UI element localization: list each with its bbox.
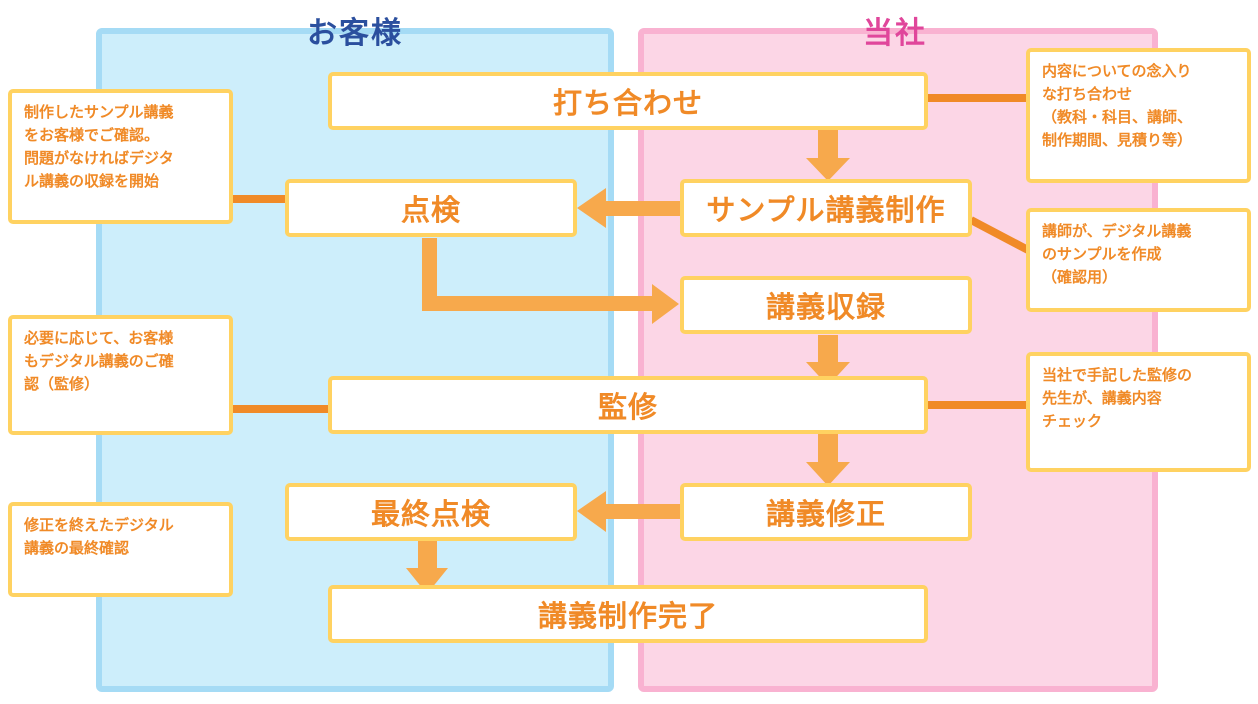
company-lane-title: 当社: [863, 16, 927, 51]
arrow-revision-to-final: [577, 491, 681, 532]
step-recording: 講義収録: [680, 276, 972, 334]
note-final-check: 修正を終えたデジタル 講義の最終確認: [8, 502, 233, 597]
connector-sample-note: [969, 216, 1030, 254]
note-supervision-customer: 必要に応じて、お客様 もデジタル講義のご確 認（監修）: [8, 315, 233, 435]
step-revision: 講義修正: [680, 483, 972, 541]
arrow-final-to-complete: [406, 541, 448, 594]
note-sample: 講師が、デジタル講義 のサンプルを作成 （確認用）: [1026, 208, 1251, 312]
arrow-supervision-to-revision: [806, 434, 850, 486]
step-final-check: 最終点検: [285, 483, 577, 541]
customer-lane-title: お客様: [307, 16, 403, 51]
step-meeting: 打ち合わせ: [328, 72, 928, 130]
arrow-recording-to-supervision: [806, 335, 850, 386]
arrow-meeting-to-sample: [806, 130, 850, 181]
step-inspection: 点検: [285, 179, 577, 237]
note-supervision-company: 当社で手記した監修の 先生が、講義内容 チェック: [1026, 352, 1251, 472]
arrow-inspection-to-recording: [422, 238, 679, 324]
step-complete: 講義制作完了: [328, 585, 928, 643]
arrow-sample-to-inspection: [577, 188, 681, 228]
step-supervision: 監修: [328, 376, 928, 434]
note-inspection: 制作したサンプル講義 をお客様でご確認。 問題がなければデジタ ル講義の収録を開…: [8, 89, 233, 224]
step-sample-production: サンプル講義制作: [680, 179, 972, 237]
note-meeting: 内容についての念入り な打ち合わせ （教科・科目、講師、 制作期間、見積り等）: [1026, 48, 1251, 183]
